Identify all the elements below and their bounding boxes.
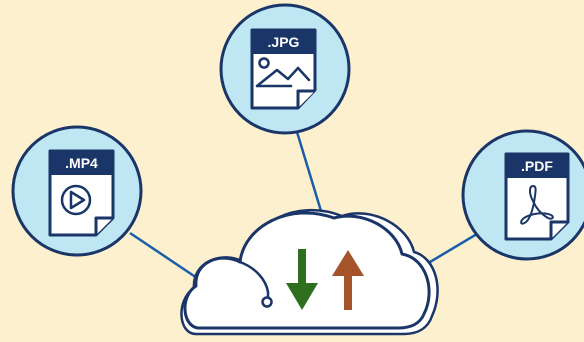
- mp4-file-bubble: .MP4: [11, 125, 143, 257]
- pdf-file-icon: .PDF: [504, 152, 570, 241]
- connector-jpg: [295, 131, 323, 212]
- jpg-label: .JPG: [268, 34, 300, 50]
- upload-arrow-icon: [332, 250, 364, 310]
- jpg-file-bubble: .JPG: [219, 3, 351, 135]
- cloud-icon: [180, 209, 439, 336]
- acrobat-icon: [520, 185, 554, 225]
- mp4-label: .MP4: [65, 155, 98, 171]
- image-file-icon: .JPG: [250, 28, 317, 110]
- download-arrow-icon: [286, 249, 318, 310]
- connector-mp4: [129, 231, 201, 282]
- pdf-file-bubble: .PDF: [461, 129, 584, 261]
- pdf-label: .PDF: [521, 158, 553, 174]
- video-file-icon: .MP4: [48, 149, 115, 237]
- play-icon: [60, 184, 92, 216]
